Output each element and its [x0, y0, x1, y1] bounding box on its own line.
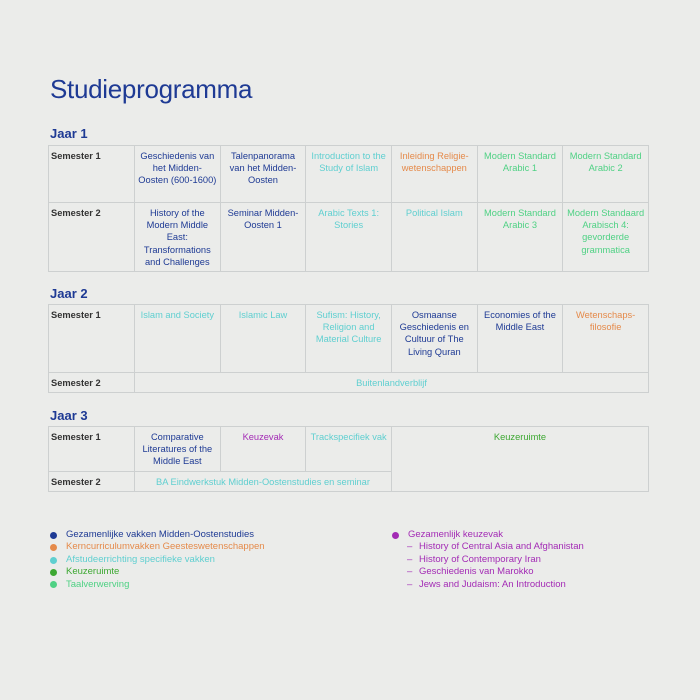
year-1-heading: Jaar 1 [50, 126, 88, 141]
course-cell: Arabic Texts 1: Stories [305, 201, 392, 273]
legend-heading: Gezamenlijk keuzevak [408, 529, 504, 540]
year-1-semester-1-row: Semester 1 Geschiedenis van het Midden-O… [48, 145, 649, 203]
legend-electives: Gezamenlijk keuzevak –History of Central… [392, 529, 584, 591]
course-cell: Osmaanse Geschiedenis en Cultuur of The … [390, 304, 478, 373]
course-cell: Sufism: History, Religion and Material C… [305, 304, 392, 373]
legend-label: Keuzeruimte [66, 566, 120, 578]
course-cell: History of the Modern Middle East: Trans… [134, 201, 221, 273]
page-title: Studieprogramma [50, 74, 253, 104]
year-1-table: Semester 1 Geschiedenis van het Midden-O… [48, 145, 649, 273]
legend-item: Gezamenlijke vakken Midden-Oostenstudies [50, 529, 265, 541]
year-3-table: Semester 1 Comparative Literatures of th… [48, 426, 650, 492]
dot-icon [392, 531, 399, 539]
dot-icon [50, 544, 57, 552]
course-cell: Buitenlandverblijf [134, 371, 649, 394]
legend-item: Kerncurriculumvakken Geesteswetenschappe… [50, 541, 265, 553]
legend-label: Kerncurriculumvakken Geesteswetenschappe… [66, 541, 265, 553]
course-cell: Keuzevak [219, 426, 307, 472]
year-3-heading: Jaar 3 [50, 408, 88, 423]
legend-categories: Gezamenlijke vakken Midden-Oostenstudies… [50, 529, 265, 591]
elective-item: –History of Contemporary Iran [407, 553, 541, 565]
elective-item: –Geschiedenis van Marokko [407, 566, 534, 578]
elective-label: History of Central Asia and Afghanistan [419, 541, 584, 553]
semester-label: Semester 2 [48, 470, 135, 492]
dot-icon [50, 581, 57, 589]
elective-label: Jews and Judaism: An Introduction [419, 578, 566, 590]
legend-label: Taalverwerving [66, 578, 130, 590]
dot-icon [50, 568, 57, 576]
course-cell: Talenpanorama van het Midden-Oosten [219, 145, 307, 203]
legend-label: Afstudeerrichting specifieke vakken [66, 553, 215, 565]
course-cell: Modern Standard Arabic 3 [476, 201, 564, 273]
year-3-semester-1-row: Semester 1 Comparative Literatures of th… [48, 426, 650, 492]
course-cell: Geschiedenis van het Midden-Oosten (600-… [134, 145, 221, 203]
semester-label: Semester 1 [48, 426, 135, 472]
semester-label: Semester 1 [48, 145, 135, 203]
year-2-semester-1-row: Semester 1 Islam and Society Islamic Law… [48, 304, 649, 373]
course-cell: Political Islam [390, 201, 478, 273]
course-cell: Islam and Society [134, 304, 221, 373]
elective-item: –Jews and Judaism: An Introduction [407, 578, 566, 590]
year-1-semester-2-row: Semester 2 History of the Modern Middle … [48, 201, 649, 273]
elective-item: –History of Central Asia and Afghanistan [407, 541, 584, 553]
dot-icon [50, 531, 57, 539]
elective-label: Geschiedenis van Marokko [419, 566, 534, 578]
dot-icon [50, 556, 57, 564]
course-cell: Keuzeruimte [390, 426, 650, 492]
semester-label: Semester 1 [48, 304, 135, 373]
legend-item: Afstudeerrichting specifieke vakken [50, 554, 265, 566]
year-2-heading: Jaar 2 [50, 286, 88, 301]
year-2-semester-2-row: Semester 2 Buitenlandverblijf [48, 371, 649, 394]
course-cell: Modern Standaard Arabisch 4: gevorderde … [562, 201, 649, 273]
legend-label: Gezamenlijke vakken Midden-Oostenstudies [66, 529, 254, 540]
semester-label: Semester 2 [48, 201, 135, 273]
course-cell: Inleiding Religie-wetenschappen [390, 145, 478, 203]
course-cell: Modern Standard Arabic 2 [562, 145, 649, 203]
course-cell: Islamic Law [219, 304, 307, 373]
course-cell: Economies of the Middle East [476, 304, 564, 373]
elective-label: History of Contemporary Iran [419, 553, 541, 565]
legend-item: Taalverwerving [50, 579, 265, 591]
year-3-semester-2-row: Semester 2 BA Eindwerkstuk Midden-Oosten… [48, 470, 649, 492]
course-cell: Seminar Midden-Oosten 1 [219, 201, 307, 273]
legend-item: Gezamenlijk keuzevak [392, 529, 584, 541]
course-cell: BA Eindwerkstuk Midden-Oostenstudies en … [134, 470, 392, 492]
course-cell: Modern Standard Arabic 1 [476, 145, 564, 203]
course-cell: Comparative Literatures of the Middle Ea… [134, 426, 221, 472]
semester-label: Semester 2 [48, 371, 135, 394]
course-cell: Wetenschaps-filosofie [562, 304, 649, 373]
legend-item: Keuzeruimte [50, 566, 265, 578]
year-2-table: Semester 1 Islam and Society Islamic Law… [48, 304, 649, 394]
course-cell: Trackspecifiek vak [305, 426, 392, 472]
course-cell: Introduction to the Study of Islam [305, 145, 392, 203]
